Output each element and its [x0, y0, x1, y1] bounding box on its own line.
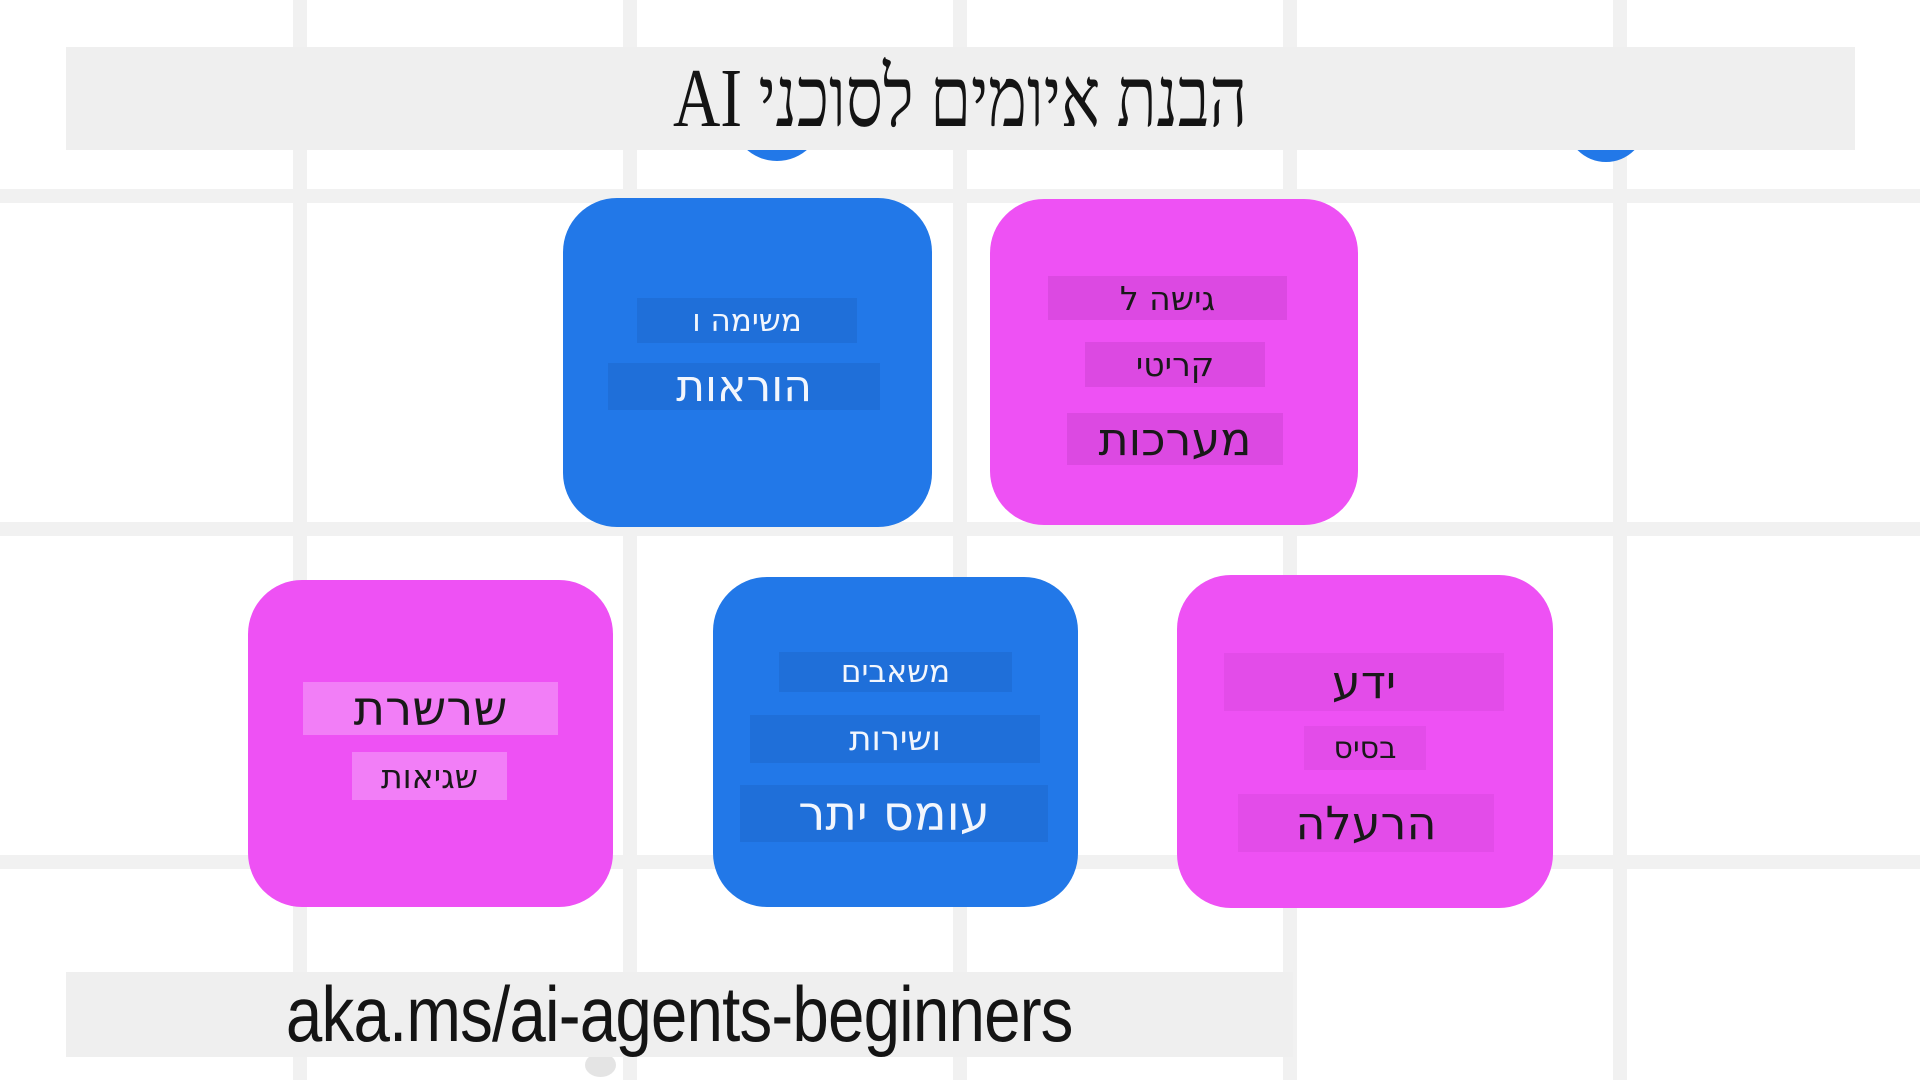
- text-highlight: שגיאות: [352, 752, 507, 800]
- card-line-text: שגיאות: [380, 756, 479, 796]
- card-line-text: בסיס: [1333, 730, 1397, 766]
- footer-url: aka.ms/ai-agents-beginners: [286, 970, 1074, 1058]
- threat-card-knowledge-base-poisoning[interactable]: ידע בסיס הרעלה: [1177, 575, 1553, 908]
- card-line-text: גישה ל: [1119, 278, 1216, 318]
- card-line-text: מערכות: [1098, 412, 1252, 466]
- text-highlight: משאבים: [779, 652, 1012, 692]
- threat-card-access-to-critical-systems[interactable]: גישה ל קריטי מערכות: [990, 199, 1358, 525]
- text-highlight: ידע: [1224, 653, 1504, 711]
- threat-card-mission-and-instructions[interactable]: משימה ו הוראות: [563, 198, 932, 527]
- text-highlight: ושירות: [750, 715, 1040, 763]
- card-line-text: קריטי: [1135, 345, 1215, 384]
- cutoff-gray-shape: [585, 1053, 616, 1077]
- text-highlight: הרעלה: [1238, 794, 1494, 852]
- text-highlight: גישה ל: [1048, 276, 1287, 320]
- card-line-text: הרעלה: [1295, 796, 1437, 850]
- card-line-text: משימה ו: [692, 302, 802, 339]
- card-line-text: שרשרת: [353, 680, 508, 737]
- text-highlight: מערכות: [1067, 412, 1283, 466]
- threat-card-resource-and-service-overload[interactable]: משאבים ושירות עומס יתר: [713, 577, 1078, 907]
- text-highlight: שרשרת: [303, 680, 558, 737]
- text-highlight: קריטי: [1085, 342, 1265, 387]
- text-highlight: הוראות: [608, 361, 880, 412]
- card-line-text: עומס יתר: [798, 785, 990, 842]
- text-highlight: בסיס: [1304, 726, 1426, 770]
- card-line-text: הוראות: [676, 361, 812, 412]
- card-line-text: ידע: [1331, 655, 1397, 709]
- title-bar: הבנת איומים לסוכני AI: [66, 47, 1855, 150]
- text-highlight: משימה ו: [637, 298, 857, 343]
- threat-card-chain-of-errors[interactable]: שרשרת שגיאות: [248, 580, 613, 907]
- card-line-text: ושירות: [849, 719, 941, 759]
- url-bar[interactable]: aka.ms/ai-agents-beginners: [66, 972, 1293, 1057]
- text-highlight: עומס יתר: [740, 785, 1048, 842]
- card-line-text: משאבים: [840, 654, 951, 690]
- page-title: הבנת איומים לסוכני AI: [673, 52, 1248, 145]
